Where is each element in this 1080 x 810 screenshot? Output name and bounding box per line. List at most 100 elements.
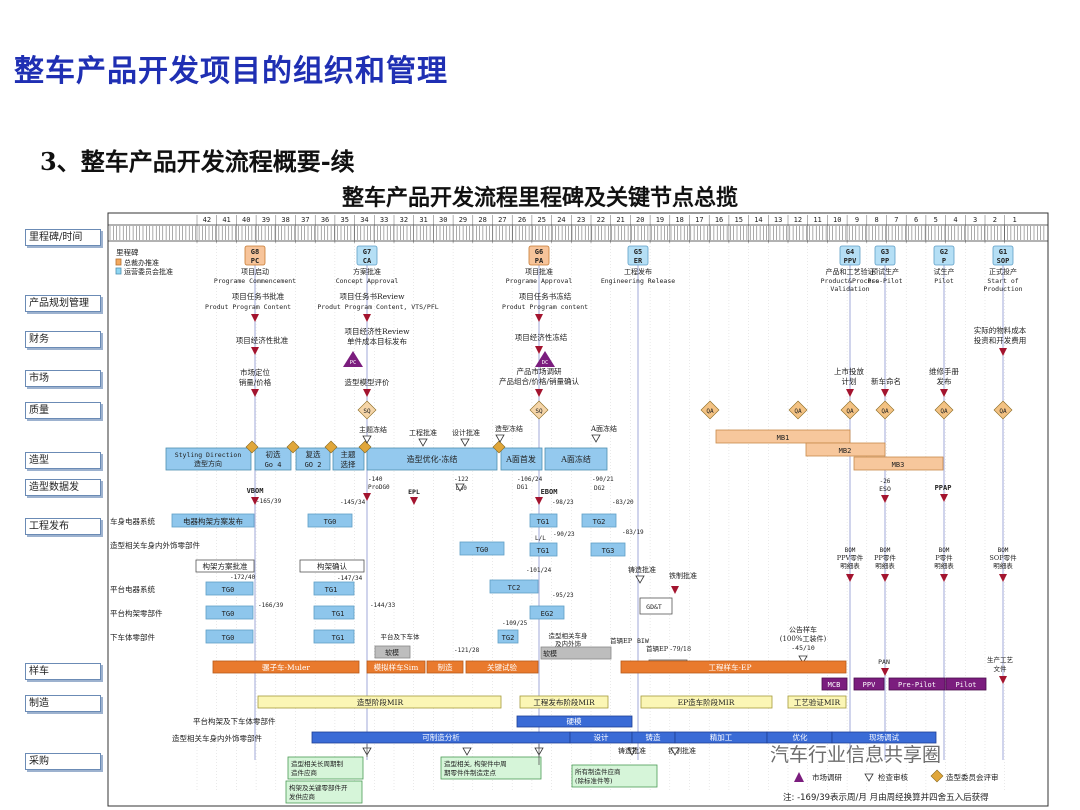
label-text: 项目经济性冻结 xyxy=(515,332,568,342)
label-text: 产品组合/价格/销量确认 xyxy=(499,376,580,386)
milestone-triangle xyxy=(999,676,1007,684)
week-number: 26 xyxy=(518,216,526,224)
label-text: 造型相关长周期制 xyxy=(291,759,344,768)
quality-gate-diamond xyxy=(840,400,860,420)
label-text: 新车命名 xyxy=(871,376,901,386)
label-text: 造型相关, 构架件中周 xyxy=(444,759,507,768)
label-text: BOM xyxy=(880,547,891,554)
label-text: 明细表 xyxy=(934,561,954,570)
label-text: 造型优化-冻结 xyxy=(407,454,458,464)
label-text: 构架确认 xyxy=(317,561,347,571)
soft-mold-box xyxy=(540,646,612,660)
label-text: PPAP xyxy=(935,484,952,492)
eng-label: 造型相关车身内外饰零部件 xyxy=(110,540,200,550)
label-text: TG0 xyxy=(222,610,235,618)
label-text: MB1 xyxy=(777,434,790,442)
week-number: 7 xyxy=(894,216,898,224)
milestone-triangle xyxy=(881,389,889,397)
milestone-triangle xyxy=(535,389,543,397)
label-text: -144/33 xyxy=(370,602,396,609)
tg-box xyxy=(205,581,254,596)
label-text: Produt Program content xyxy=(502,303,588,311)
watermark-text: 汽车行业信息共享圈 xyxy=(770,744,942,766)
label-text: 维修手册 xyxy=(929,366,959,376)
gate-code: G7 xyxy=(363,248,371,256)
label-text: 复选 xyxy=(306,449,321,459)
milestone-triangle xyxy=(363,493,371,501)
week-number: 8 xyxy=(875,216,879,224)
label-text: PPV xyxy=(863,681,876,689)
label-text: -166/39 xyxy=(258,602,284,609)
milestone-triangle xyxy=(251,389,259,397)
milestone-triangle xyxy=(999,574,1007,582)
tg-box xyxy=(581,513,617,528)
week-number: 34 xyxy=(360,216,368,224)
styling-choice-box xyxy=(254,447,292,471)
week-number: 11 xyxy=(813,216,821,224)
label-text: TG0 xyxy=(222,634,235,642)
tg-box xyxy=(529,542,558,557)
label-text: -90/21 xyxy=(592,476,614,483)
milestone-triangle xyxy=(535,346,543,354)
gate-sub: PP xyxy=(881,257,889,265)
week-number: 30 xyxy=(439,216,447,224)
label-text: -90/23 xyxy=(553,531,575,538)
styling-review-diamond xyxy=(286,440,300,454)
label-text: GO 2 xyxy=(305,461,322,469)
week-number: 23 xyxy=(577,216,585,224)
arch-box xyxy=(299,559,365,573)
ppv-bar xyxy=(853,677,885,691)
week-number: 25 xyxy=(538,216,546,224)
label-text: 模拟样车Sim xyxy=(374,662,419,672)
milestone-triangle xyxy=(881,668,889,676)
label-text: -106/24 xyxy=(517,476,543,483)
label-text: -26 xyxy=(880,478,891,485)
label-text: 项目经济性批准 xyxy=(236,335,289,345)
gate-sub: PC xyxy=(251,257,259,265)
label-text: -98/23 xyxy=(552,499,574,506)
week-number: 32 xyxy=(400,216,408,224)
gate-name-cn: 产品和工艺验证 xyxy=(826,267,875,276)
prepilot-bar xyxy=(888,677,946,691)
legend-survey-text: 市场调研 xyxy=(812,772,842,782)
gate-marker xyxy=(627,245,649,266)
quality-label: QA xyxy=(999,408,1007,415)
label-text: 造型方向 xyxy=(194,459,222,468)
label-text: 造型阶段MIR xyxy=(357,697,404,707)
label-text: 平台及下车体 xyxy=(381,632,421,641)
label-text: -165/39 xyxy=(256,498,282,505)
gate-name-cn: 项目启动 xyxy=(241,267,269,276)
week-number: 28 xyxy=(478,216,486,224)
mule-bar xyxy=(212,660,360,674)
dc-triangle xyxy=(535,351,555,367)
styling-review-diamond xyxy=(245,440,259,454)
milestone-triangle xyxy=(846,389,854,397)
label-text: 首辆EP xyxy=(610,636,633,645)
label-text: TG1 xyxy=(325,586,338,594)
week-number: 14 xyxy=(754,216,762,224)
label-text: -172/40 xyxy=(230,574,256,581)
quality-gate-diamond xyxy=(934,400,954,420)
label-text: DG1 xyxy=(517,484,528,491)
label-text: -145/34 xyxy=(340,499,366,506)
row-label: 造型数据发 xyxy=(25,479,101,496)
label-text: 期零件件制造定点 xyxy=(444,768,497,777)
mb1-bar xyxy=(715,429,851,444)
check-triangle xyxy=(362,435,372,444)
quality-label: QA xyxy=(940,408,948,415)
label-text: 铸造批准 xyxy=(618,746,646,755)
label-text: 选择 xyxy=(341,459,356,469)
milestone-triangle xyxy=(363,314,371,322)
mb2-bar xyxy=(805,442,886,457)
week-number: 10 xyxy=(833,216,841,224)
label-text: GD&T xyxy=(646,603,662,611)
slide-title: 整车产品开发项目的组织和管理 xyxy=(14,54,448,89)
gate-marker xyxy=(528,245,550,266)
row-label: 财务 xyxy=(25,331,101,348)
tg-box xyxy=(205,629,254,644)
row-label: 产品规划管理 xyxy=(25,295,101,312)
label-text: 造型模型评价 xyxy=(345,377,390,387)
mtr-bar xyxy=(257,695,502,709)
week-number: 33 xyxy=(380,216,388,224)
label-text: 制造 xyxy=(438,662,453,672)
